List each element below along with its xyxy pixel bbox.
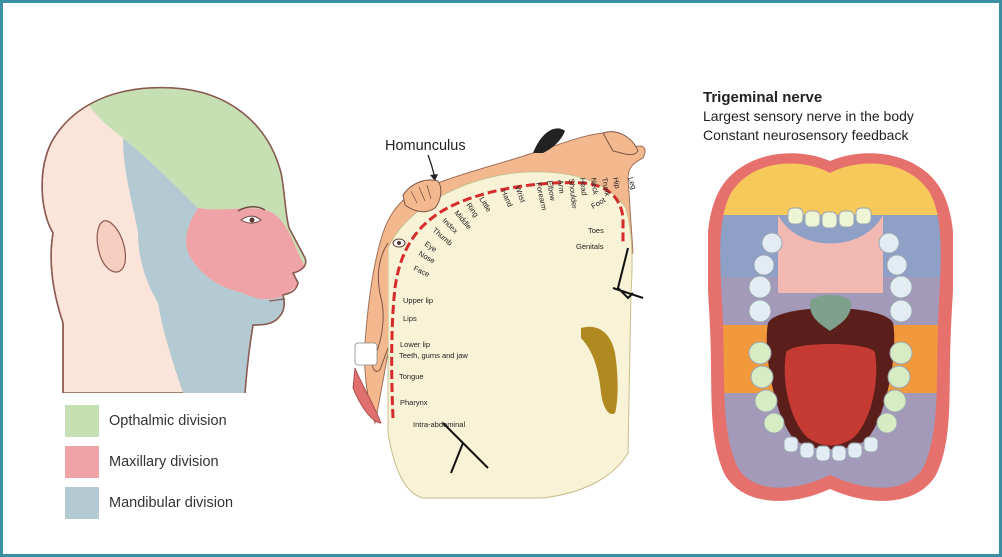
homunculus-teeth xyxy=(354,342,378,366)
label-head: Head xyxy=(578,177,589,196)
legend-swatch xyxy=(65,405,99,437)
homunculus-foot xyxy=(602,131,639,156)
tongue xyxy=(784,344,877,446)
trigeminal-line-2: Constant neurosensory feedback xyxy=(703,127,909,143)
legend-label: Maxillary division xyxy=(109,454,219,470)
upper-teeth xyxy=(748,207,913,323)
homunculus-thumb xyxy=(533,128,565,153)
legend-label: Opthalmic division xyxy=(109,413,227,429)
legend-swatch xyxy=(65,487,99,519)
legend-item-opthalmic: Opthalmic division xyxy=(65,405,285,437)
label-tongue: Tongue xyxy=(399,372,424,381)
label-intra-abdominal: Intra-abdominal xyxy=(413,420,465,429)
lower-labels: Upper lip Lips Lower lip Teeth, gums and… xyxy=(399,296,468,429)
brain-slice xyxy=(387,171,633,499)
head-outline-stroke xyxy=(41,86,307,393)
homunculus-tongue xyxy=(352,367,382,424)
label-lips: Lips xyxy=(403,314,417,323)
label-lower-lip: Lower lip xyxy=(400,340,430,349)
ear xyxy=(96,220,126,273)
label-shoulder: Shoulder xyxy=(567,178,579,209)
label-trunk: Trunk xyxy=(600,177,612,197)
label-upper-lip: Upper lip xyxy=(403,296,433,305)
cortex-line xyxy=(390,181,625,419)
homunculus-hand xyxy=(402,179,442,213)
uvula xyxy=(809,295,852,331)
homunculus-face xyxy=(372,242,389,372)
lower-front-teeth xyxy=(783,436,879,462)
palate xyxy=(778,215,883,293)
trigeminal-line-1: Largest sensory nerve in the body xyxy=(703,108,914,124)
trigeminal-title: Trigeminal nerve xyxy=(703,89,823,106)
label-hip: Hip xyxy=(611,177,622,190)
mouth xyxy=(268,298,286,302)
mandibular-region xyxy=(123,138,288,393)
label-leg: Leg xyxy=(626,176,638,191)
eyebrow xyxy=(237,206,266,212)
legend-item-mandibular: Mandibular division xyxy=(65,487,285,519)
homunculus-brain-icon: Leg Hip Trunk Neck Head Shoulder Arm Elb… xyxy=(352,128,646,499)
legend-swatch xyxy=(65,446,99,478)
maxillary-region xyxy=(186,208,306,300)
head-profile-icon xyxy=(41,86,307,393)
label-arm: Arm xyxy=(556,179,566,194)
label-genitals: Genitals xyxy=(576,242,604,251)
lower-teeth xyxy=(748,341,913,434)
legend-label: Mandibular division xyxy=(109,495,234,511)
trigeminal-text: Trigeminal nerve Largest sensory nerve i… xyxy=(703,88,914,145)
label-toes: Toes xyxy=(588,226,604,235)
opthalmic-region xyxy=(78,88,306,273)
label-pharynx: Pharynx xyxy=(400,398,428,407)
label-elbow: Elbow xyxy=(545,180,558,202)
open-mouth-icon xyxy=(708,153,953,501)
label-teeth-gums-jaw: Teeth, gums and jaw xyxy=(399,351,468,360)
legend-item-maxillary: Maxillary division xyxy=(65,446,285,478)
ventricle xyxy=(581,326,618,414)
label-neck: Neck xyxy=(589,177,600,195)
homunculus-label: Homunculus xyxy=(385,138,466,154)
